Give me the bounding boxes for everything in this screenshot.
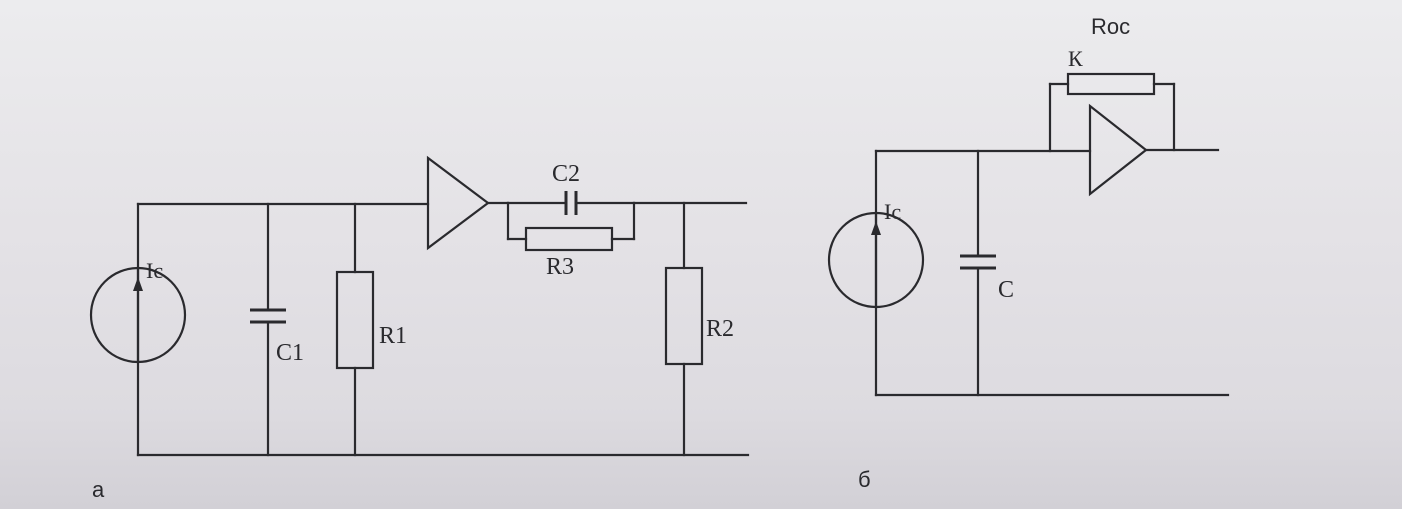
a-capacitor-c1: C1 <box>250 202 304 457</box>
a-current-source: Ic <box>89 202 187 457</box>
b-caption: б <box>858 467 871 492</box>
b-k-label: К <box>1068 46 1083 71</box>
a-r3-label: R3 <box>546 254 574 280</box>
b-roc-label: Roc <box>1091 14 1130 39</box>
a-source-arrow-icon <box>133 277 143 291</box>
b-source-arrow-icon <box>871 221 881 235</box>
b-feedback-resistor-roc: Roc К <box>1048 14 1176 153</box>
a-r1-body <box>335 270 375 370</box>
b-roc-body <box>1066 72 1156 96</box>
b-c-label: C <box>998 277 1014 303</box>
a-source-label: Ic <box>146 258 163 283</box>
b-capacitor-c: C <box>960 149 1014 397</box>
b-source-label: Ic <box>884 199 901 224</box>
a-c2-label: C2 <box>552 161 580 187</box>
a-r2-body <box>664 266 704 366</box>
a-r1-label: R1 <box>379 323 407 349</box>
a-resistor-r1: R1 <box>335 202 407 457</box>
a-c2-r3-network: C2 R3 <box>486 161 636 280</box>
b-amplifier-triangle <box>1088 103 1148 197</box>
diagram-b: Ic C Roc К б <box>827 14 1230 492</box>
a-c1-label: C1 <box>276 340 304 366</box>
a-r3-body <box>524 226 614 252</box>
a-caption: а <box>92 477 105 502</box>
a-amplifier-triangle <box>426 155 490 251</box>
b-current-source: Ic <box>827 149 925 397</box>
a-r2-label: R2 <box>706 316 734 342</box>
diagram-a: Ic C1 R1 <box>89 155 750 502</box>
a-resistor-r2: R2 <box>664 201 734 457</box>
